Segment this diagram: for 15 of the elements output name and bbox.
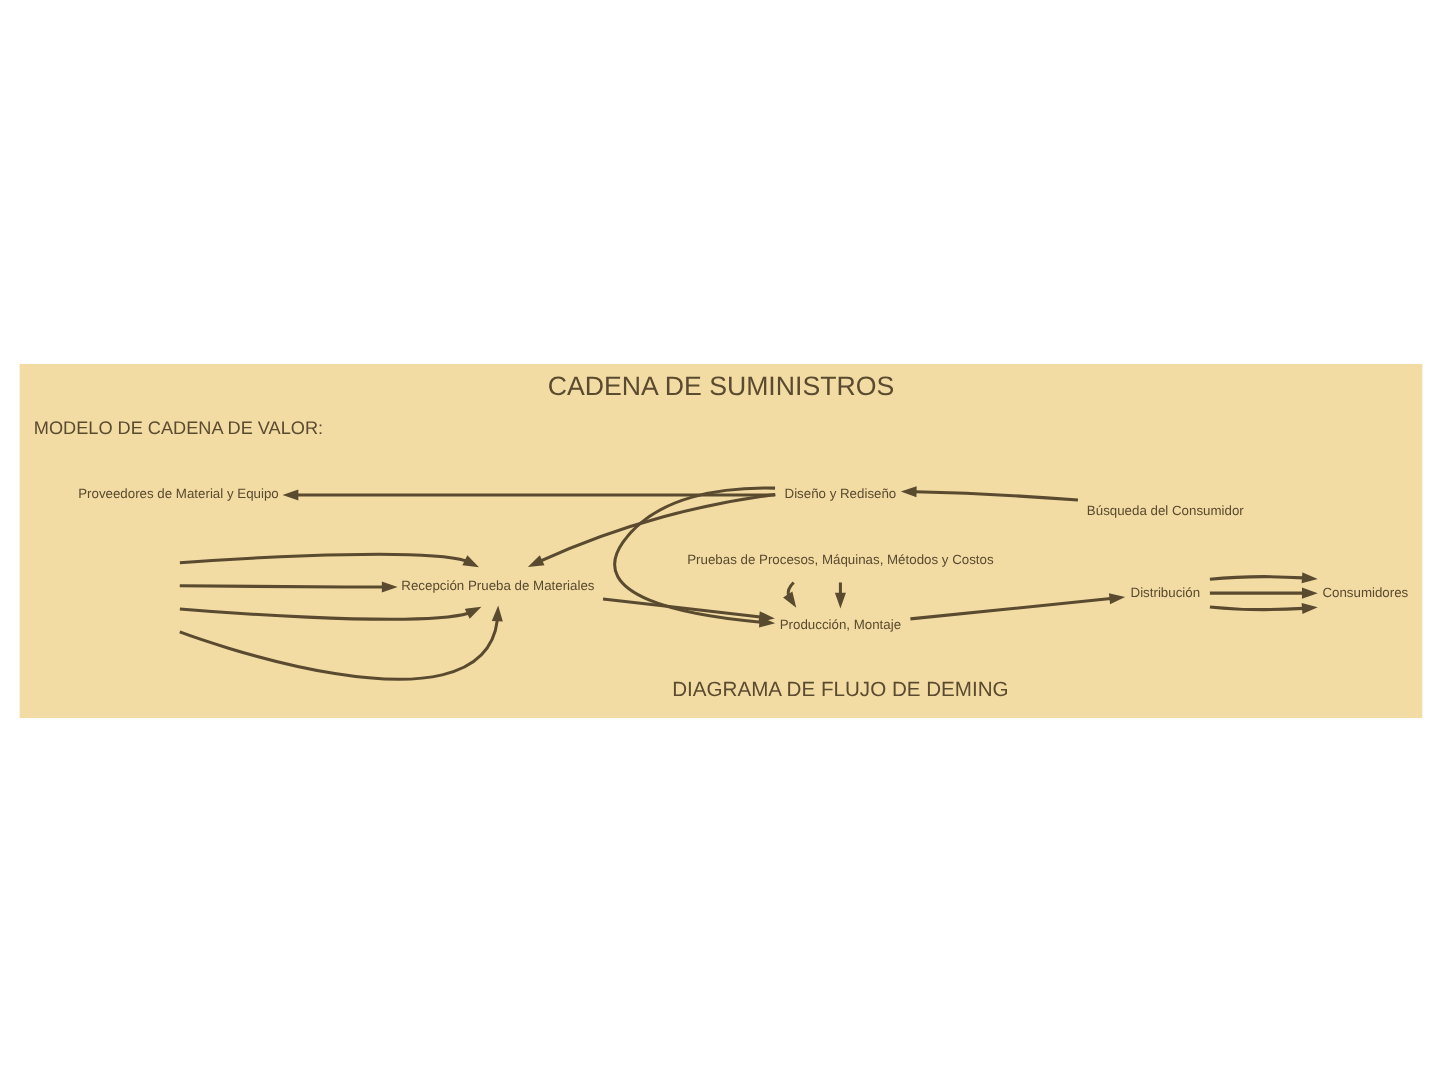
arrow [1208, 586, 1317, 598]
arrow [1208, 571, 1317, 583]
arrow [1208, 601, 1317, 613]
arrow [833, 581, 845, 608]
caption: DIAGRAMA DE FLUJO DE DEMING [671, 679, 1008, 702]
arrow [526, 492, 775, 567]
arrow [909, 592, 1125, 620]
arrow [178, 580, 397, 592]
arrow [281, 488, 775, 500]
arrow [178, 551, 478, 567]
arrow [178, 605, 481, 620]
arrow [178, 604, 502, 680]
diagram-title: CADENA DE SUMINISTROS [546, 370, 894, 401]
label: MODELO DE CADENA DE VALOR: [32, 416, 323, 437]
arrow [899, 485, 1078, 501]
